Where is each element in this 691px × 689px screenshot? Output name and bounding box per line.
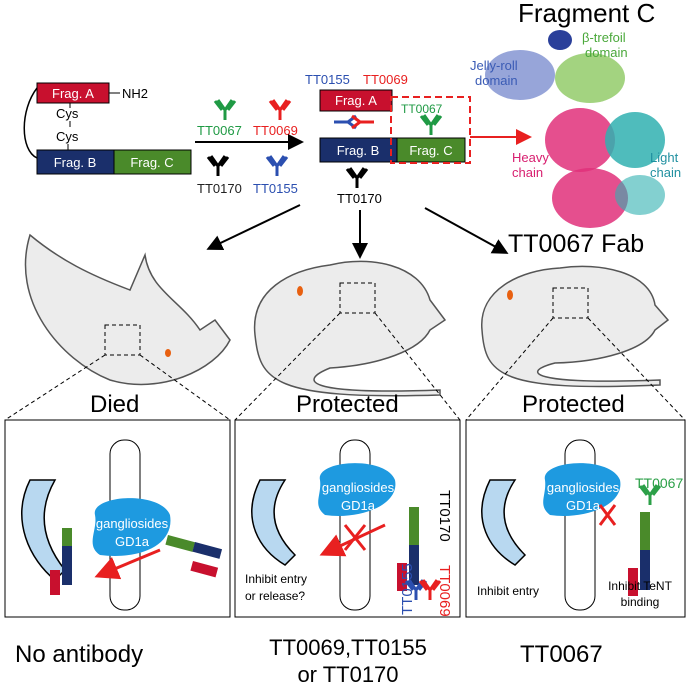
protein-structure [485, 30, 665, 228]
gangliosides-label: gangliosides [322, 480, 395, 495]
svg-text:Frag. B: Frag. B [54, 155, 97, 170]
caption-no-antibody: No antibody [15, 641, 143, 668]
gd1a-label: GD1a [115, 534, 150, 549]
ganglioside-blob [92, 463, 621, 556]
fab-label: TT0067 Fab [508, 230, 644, 258]
gangliosides-label: gangliosides [96, 516, 169, 531]
gd1a-label: GD1a [341, 498, 376, 513]
eye [165, 349, 171, 357]
mouse-right [481, 265, 670, 388]
antibody-icon [206, 154, 230, 178]
inhibit-entry: Inhibit entry [477, 584, 539, 598]
svg-text:Frag. A: Frag. A [52, 86, 94, 101]
tt0067-label: TT0067 [635, 475, 683, 491]
tt0069-label: TT0069 [253, 123, 298, 138]
red-arrows-crosses [94, 504, 617, 580]
caption-tt0067: TT0067 [520, 641, 603, 668]
gd1a-label: GD1a [566, 498, 601, 513]
outcome-arrows [206, 204, 509, 259]
tent-construct: Frag. A NH2 Cys Cys Frag. B Frag. C [23, 82, 192, 175]
bound-construct: TT0155 TT0069 Frag. A Frag. B Frag. C TT… [305, 72, 532, 206]
tt0170-label: TT0170 [436, 490, 453, 542]
dead-mouse [24, 233, 231, 386]
antibody-icon [265, 154, 289, 178]
antibody-icon [268, 98, 292, 122]
tt0067-label: TT0067 [197, 123, 242, 138]
svg-text:Cys: Cys [56, 106, 79, 121]
tt0155-label: TT0155 [253, 181, 298, 196]
tt0170-label: TT0170 [197, 181, 242, 196]
fragment-c-title: Fragment C [518, 0, 655, 28]
svg-text:Frag. C: Frag. C [409, 143, 452, 158]
svg-text:Frag. C: Frag. C [130, 155, 173, 170]
eye [507, 290, 513, 300]
svg-text:TT0069: TT0069 [363, 72, 408, 87]
svg-text:Frag. B: Frag. B [337, 143, 380, 158]
svg-text:TT0155: TT0155 [305, 72, 350, 87]
svg-text:NH2: NH2 [122, 86, 148, 101]
svg-text:TT0170: TT0170 [337, 191, 382, 206]
panel-frames [4, 419, 686, 618]
caption-antibodies-2: or TT0170 [297, 662, 398, 687]
svg-text:TT0067: TT0067 [401, 102, 443, 116]
outcome-died: Died [90, 391, 139, 418]
outcome-protected: Protected [296, 391, 399, 418]
tt0069-label: TT0069 [436, 565, 453, 617]
toxin-fragments [50, 507, 650, 596]
outcome-protected: Protected [522, 391, 625, 418]
mouse-middle [253, 260, 447, 397]
caption-antibodies: TT0069,TT0155 [269, 635, 427, 660]
gangliosides-label: gangliosides [547, 480, 620, 495]
antibody-icon [213, 98, 237, 122]
eye [297, 286, 303, 296]
zoom-boxes [4, 282, 686, 421]
svg-text:Cys: Cys [56, 129, 79, 144]
tt0155-label: TT0155 [399, 563, 416, 615]
svg-text:Frag. A: Frag. A [335, 93, 377, 108]
